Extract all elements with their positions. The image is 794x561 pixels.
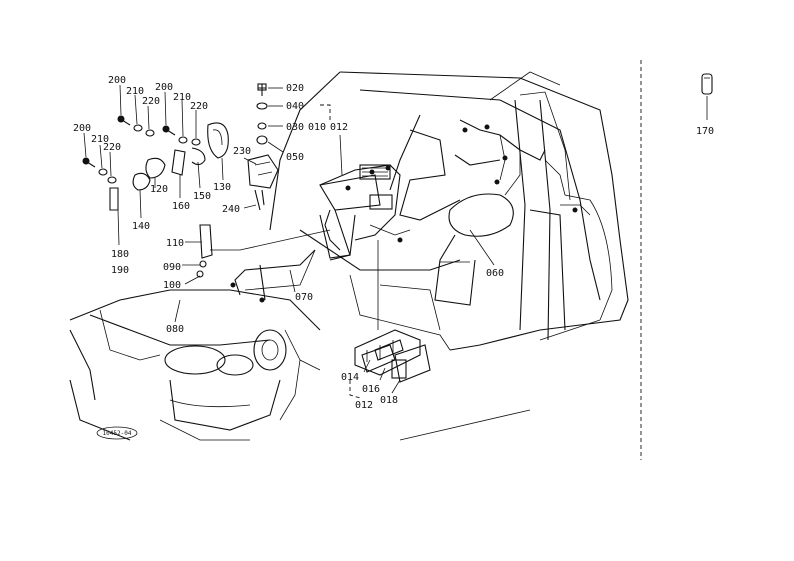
part-label-190: 190 xyxy=(111,265,129,276)
part-label-180: 180 xyxy=(111,249,129,260)
part-label-040: 040 xyxy=(286,101,304,112)
part-label-210-b: 210 xyxy=(173,92,191,103)
part-label-200-b: 200 xyxy=(155,82,173,93)
part-labels: 020 040 030 050 010 012 200 210 220 200 … xyxy=(73,75,714,411)
part-label-200-c: 200 xyxy=(73,123,91,134)
part-label-012-bottom: 012 xyxy=(355,400,373,411)
part-label-150: 150 xyxy=(193,191,211,202)
fuse-box-assembly xyxy=(354,329,431,383)
part-label-012-top: 012 xyxy=(330,122,348,133)
part-label-170: 170 xyxy=(696,126,714,137)
part-label-240: 240 xyxy=(222,204,240,215)
item-170-sleeve xyxy=(701,73,713,95)
part-label-220-a: 220 xyxy=(142,96,160,107)
part-label-160: 160 xyxy=(172,201,190,212)
part-label-210-c: 210 xyxy=(91,134,109,145)
part-label-016: 016 xyxy=(362,384,380,395)
part-label-220-b: 220 xyxy=(190,101,208,112)
part-label-140: 140 xyxy=(132,221,150,232)
part-label-060: 060 xyxy=(486,268,504,279)
part-label-220-c: 220 xyxy=(103,142,121,153)
part-label-070: 070 xyxy=(295,292,313,303)
part-label-130: 130 xyxy=(213,182,231,193)
part-label-210-a: 210 xyxy=(126,86,144,97)
part-label-090: 090 xyxy=(163,262,181,273)
wiring-harness xyxy=(210,114,591,303)
part-label-100: 100 xyxy=(163,280,181,291)
part-label-080: 080 xyxy=(166,324,184,335)
part-label-200-a: 200 xyxy=(108,75,126,86)
drawing-reference-number: 10452-04 xyxy=(103,430,132,437)
part-label-050: 050 xyxy=(286,152,304,163)
part-label-010: 010 xyxy=(308,122,326,133)
tractor-body-outline xyxy=(69,71,629,441)
leader-lines xyxy=(83,84,708,399)
part-label-014: 014 xyxy=(341,372,359,383)
part-label-030: 030 xyxy=(286,122,304,133)
part-label-230: 230 xyxy=(233,146,251,157)
part-label-018: 018 xyxy=(380,395,398,406)
part-label-110: 110 xyxy=(166,238,184,249)
part-label-120: 120 xyxy=(150,184,168,195)
part-label-020: 020 xyxy=(286,83,304,94)
drawing-reference: 10452-04 xyxy=(96,426,138,440)
